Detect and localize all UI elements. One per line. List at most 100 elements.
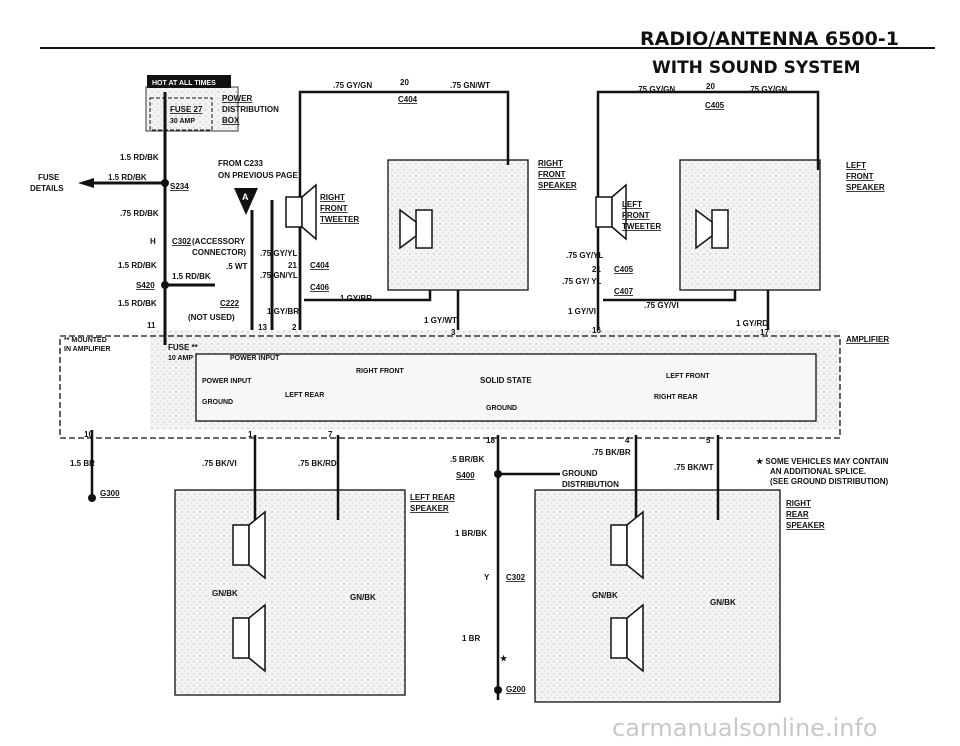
label: .75 BK/WT <box>674 463 714 472</box>
speaker-icons <box>232 183 729 673</box>
left-rear-speaker-box <box>174 489 406 696</box>
label: H <box>150 237 156 246</box>
connector-a-icon <box>234 188 258 215</box>
wire-labels: 1.5 RD/BK 1.5 RD/BK S234 FROM C233 ON PR… <box>64 78 889 694</box>
label: GN/BK <box>350 593 376 602</box>
label: GROUND <box>202 399 233 406</box>
label: GROUND <box>486 405 517 412</box>
label: FRONT <box>320 204 348 213</box>
label: 1 GY/WT <box>424 316 457 325</box>
label: RIGHT <box>786 499 811 508</box>
label: SOLID STATE <box>480 376 532 385</box>
label: C404 <box>398 95 418 104</box>
label: RIGHT REAR <box>654 394 698 401</box>
label: RIGHT FRONT <box>356 368 405 375</box>
pd-line2: DISTRIBUTION <box>222 105 279 114</box>
fuse-details-arrow-icon <box>78 178 94 188</box>
label: S400 <box>456 471 475 480</box>
fuse-details-2: DETAILS <box>30 184 64 193</box>
label: .5 WT <box>226 262 247 271</box>
label: 18 <box>486 436 495 445</box>
label: ON PREVIOUS PAGE <box>218 171 299 180</box>
label: REAR <box>786 510 809 519</box>
label: ** MOUNTED <box>64 337 107 344</box>
label: S420 <box>136 281 155 290</box>
label: (ACCESSORY <box>192 237 246 246</box>
label: 3 <box>451 328 456 337</box>
label: 10 AMP <box>168 355 193 362</box>
rear-speaker-wires <box>90 430 720 700</box>
label: ★ SOME VEHICLES MAY CONTAIN <box>756 457 889 466</box>
power-dist-box <box>145 86 239 132</box>
label: LEFT <box>846 161 866 170</box>
label: CONNECTOR) <box>192 248 246 257</box>
label: POWER INPUT <box>202 378 252 385</box>
label: 10 <box>84 430 93 439</box>
label: C404 <box>310 261 330 270</box>
label: 1 GY/BR <box>340 294 372 303</box>
label: ★ <box>500 654 508 663</box>
label: G300 <box>100 489 120 498</box>
label: .75 RD/BK <box>120 209 159 218</box>
label: SPEAKER <box>410 504 449 513</box>
label: G200 <box>506 685 526 694</box>
label: (NOT USED) <box>188 313 235 322</box>
label: RIGHT <box>538 159 563 168</box>
label: .75 GY/GN <box>636 85 675 94</box>
label: FROM C233 <box>218 159 263 168</box>
fuse-details-1: FUSE <box>38 173 60 182</box>
label: S234 <box>170 182 189 191</box>
label: 7 <box>328 430 333 439</box>
label: 1 GY/VI <box>568 307 596 316</box>
label: 16 <box>592 326 601 335</box>
label: .75 BK/VI <box>202 459 237 468</box>
label: AN ADDITIONAL SPLICE. <box>770 467 866 476</box>
label: C405 <box>614 265 634 274</box>
label: AMPLIFIER <box>846 335 889 344</box>
label: 1 <box>248 430 253 439</box>
label: GN/BK <box>592 591 618 600</box>
label: FRONT <box>622 211 650 220</box>
watermark: carmanualsonline.info <box>612 714 878 742</box>
label: .75 GN/WT <box>450 81 490 90</box>
label: C302 <box>506 573 526 582</box>
fuse-27-dashed <box>149 97 213 131</box>
label: LEFT FRONT <box>666 373 710 380</box>
label: 1.5 RD/BK <box>118 299 157 308</box>
hot-badge-label: HOT AT ALL TIMES <box>152 80 216 87</box>
label: FRONT <box>846 172 874 181</box>
label: (SEE GROUND DISTRIBUTION) <box>770 477 889 486</box>
label: C407 <box>614 287 634 296</box>
label: 2 <box>292 323 297 332</box>
label: GN/BK <box>212 589 238 598</box>
label: 1.5 RD/BK <box>120 153 159 162</box>
label: RIGHT <box>320 193 345 202</box>
label: SPEAKER <box>846 183 885 192</box>
page-title: RADIO/ANTENNA 6500-1 <box>640 28 899 50</box>
label: TWEETER <box>622 222 661 231</box>
label: 11 <box>147 321 156 330</box>
label: .75 GY/YL <box>566 251 603 260</box>
label: .5 BR/BK <box>450 455 484 464</box>
label: C405 <box>705 101 725 110</box>
label: 20 <box>400 78 409 87</box>
pd-line1: POWER <box>222 94 252 103</box>
label: 21 <box>592 265 601 274</box>
label: .75 GY/GN <box>333 81 372 90</box>
label: TWEETER <box>320 215 359 224</box>
label: 1.5 RD/BK <box>118 261 157 270</box>
label: 1.5 BR <box>70 459 95 468</box>
label: .75 BK/BR <box>592 448 631 457</box>
page-subtitle: WITH SOUND SYSTEM <box>652 58 861 78</box>
label: 1 GY/RD <box>736 319 768 328</box>
splice-dots <box>88 179 502 694</box>
label: 20 <box>706 82 715 91</box>
hot-badge <box>147 75 231 88</box>
label: LEFT <box>622 200 642 209</box>
label: FUSE ** <box>168 343 199 352</box>
label: 21 <box>288 261 297 270</box>
label: 1.5 RD/BK <box>172 272 211 281</box>
svg-text:A: A <box>242 192 249 202</box>
amplifier-outline <box>59 335 841 439</box>
